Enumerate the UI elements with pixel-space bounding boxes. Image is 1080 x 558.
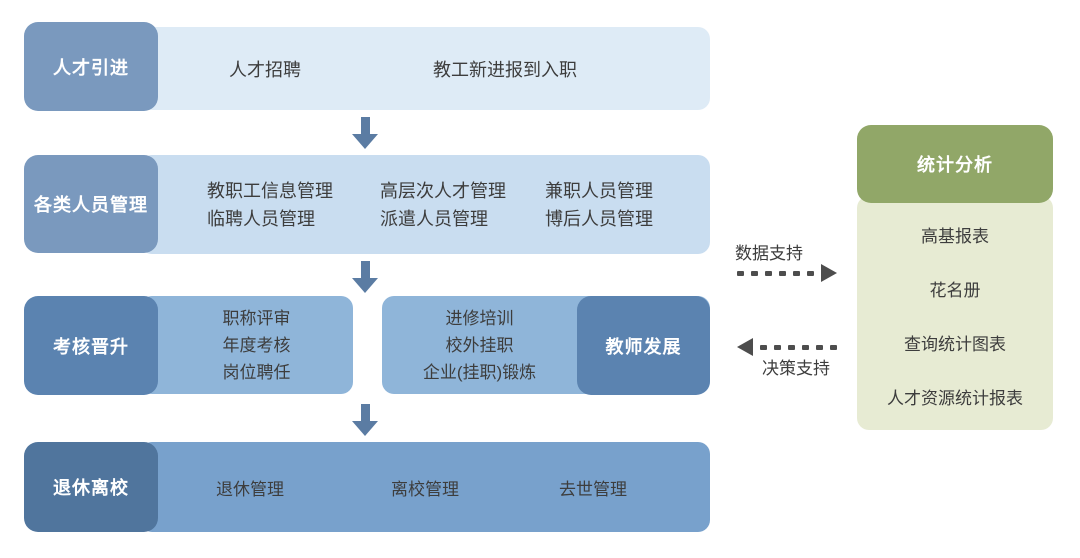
- stats-panel: 高基报表 花名册 查询统计图表 人才资源统计报表: [857, 196, 1053, 430]
- dashed-arrow-right-icon: [737, 264, 837, 282]
- stage-label-talent-intro: 人才引进: [24, 22, 158, 111]
- flow-item: 兼职人员管理: [545, 180, 653, 201]
- stage-label-retirement: 退休离校: [24, 442, 158, 532]
- flow-item: 岗位聘任: [222, 362, 291, 382]
- stats-item: 查询统计图表: [904, 335, 1006, 354]
- personnel-mgmt-col: 教职工信息管理 临聘人员管理: [207, 177, 380, 233]
- flow-item: 离校管理: [391, 479, 459, 499]
- flow-item: 派遣人员管理: [380, 208, 488, 229]
- teacher-dev-items: 进修培训 校外挂职 企业(挂职)锻炼: [382, 305, 577, 386]
- dashed-arrow-left-icon: [737, 338, 837, 356]
- flow-item: 校外挂职: [445, 335, 514, 355]
- personnel-mgmt-box: 教职工信息管理 临聘人员管理 高层次人才管理 派遣人员管理 兼职人员管理 博后人…: [140, 155, 710, 254]
- flow-item: 博后人员管理: [545, 208, 653, 229]
- flow-item: 进修培训: [445, 308, 514, 328]
- flow-item: 高层次人才管理: [380, 180, 506, 201]
- personnel-mgmt-col: 高层次人才管理 派遣人员管理: [380, 177, 545, 233]
- stats-panel-title: 统计分析: [857, 125, 1053, 203]
- down-arrow-icon: [352, 261, 378, 293]
- stage-label-assessment: 考核晋升: [24, 296, 158, 395]
- flow-item: 人才招聘: [229, 59, 301, 80]
- decision-support-label: 决策支持: [762, 359, 830, 378]
- assessment-box: 职称评审 年度考核 岗位聘任: [140, 296, 353, 394]
- flow-item: 教职工信息管理: [207, 180, 333, 201]
- data-support-label: 数据支持: [735, 244, 803, 263]
- flow-item: 职称评审: [222, 308, 291, 328]
- flow-item: 临聘人员管理: [207, 208, 315, 229]
- flow-item: 企业(挂职)锻炼: [422, 362, 537, 382]
- stage-label-personnel-mgmt: 各类人员管理: [24, 155, 158, 253]
- talent-intro-box: 人才招聘 教工新进报到入职: [140, 27, 710, 110]
- down-arrow-icon: [352, 117, 378, 149]
- retirement-box: 退休管理 离校管理 去世管理: [140, 442, 710, 532]
- flow-item: 退休管理: [216, 479, 284, 499]
- flow-item: 去世管理: [559, 479, 627, 499]
- flow-item: 年度考核: [222, 335, 291, 355]
- personnel-mgmt-col: 兼职人员管理 博后人员管理: [545, 177, 710, 233]
- stats-item: 花名册: [929, 281, 981, 300]
- down-arrow-icon: [352, 404, 378, 436]
- stats-item: 人才资源统计报表: [887, 389, 1023, 408]
- flow-item: 教工新进报到入职: [433, 59, 577, 80]
- stage-label-teacher-dev: 教师发展: [577, 296, 710, 395]
- stats-item: 高基报表: [921, 227, 989, 246]
